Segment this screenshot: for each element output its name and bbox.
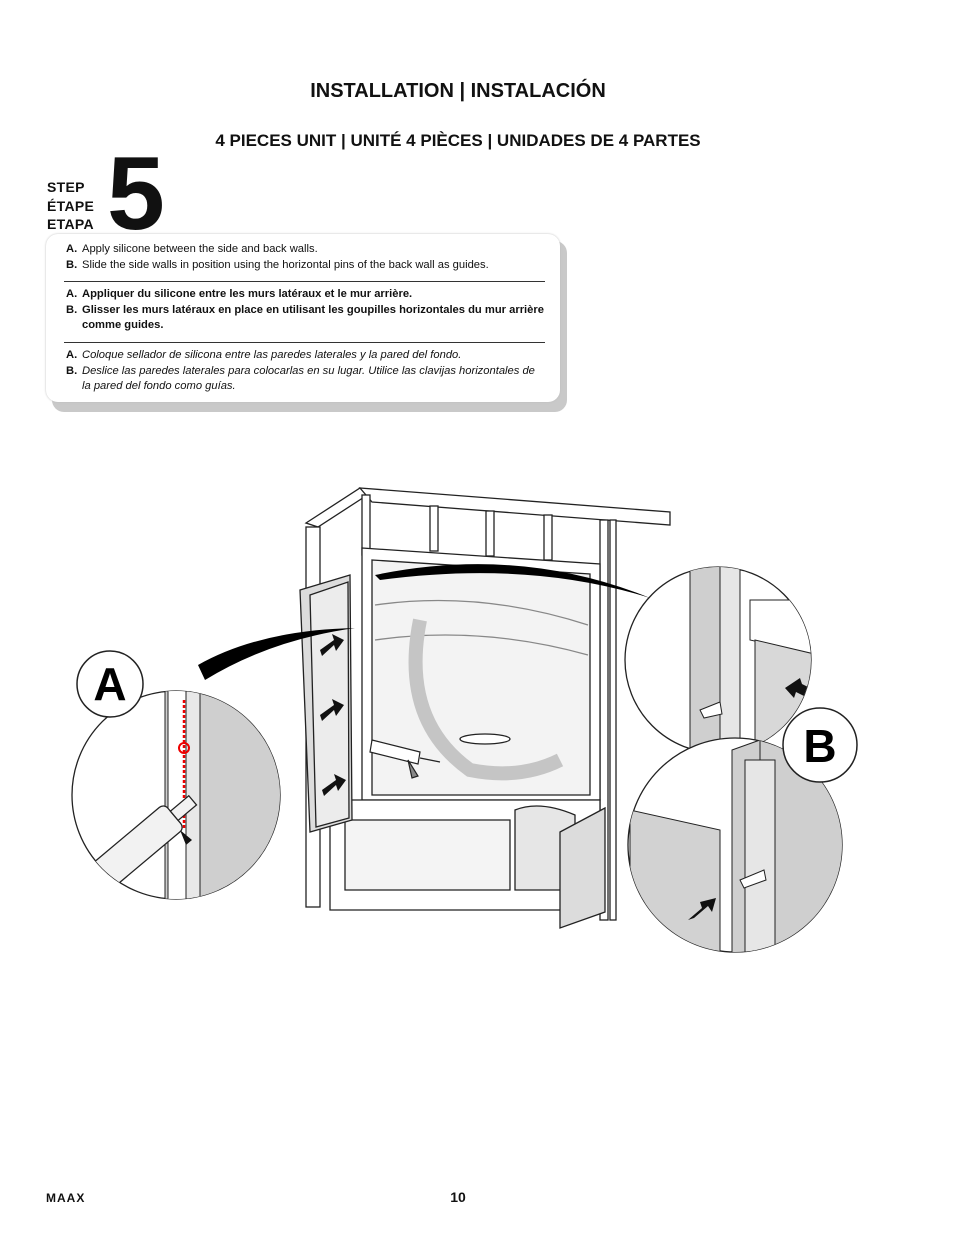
divider <box>64 342 545 343</box>
page-number: 10 <box>450 1189 466 1205</box>
instruction-letter: B. <box>66 303 78 316</box>
divider <box>64 281 545 282</box>
instruction-letter: A. <box>66 349 78 361</box>
step-label-en: STEP <box>47 179 85 195</box>
instruction-box: A. Apply silicone between the side and b… <box>46 234 560 402</box>
installation-illustration: A B <box>71 487 858 953</box>
page-title: INSTALLATION | INSTALACIÓN <box>310 80 606 102</box>
detail-callout-b-lower: B <box>627 707 858 953</box>
leader-a <box>198 628 355 680</box>
back-wall-panel <box>361 547 601 801</box>
page-subtitle: 4 PIECES UNIT | UNITÉ 4 PIÈCES | UNIDADE… <box>215 131 701 150</box>
tub <box>329 799 606 929</box>
callout-b-letter: B <box>803 720 836 772</box>
instruction-text: Apply silicone between the side and back… <box>82 243 318 255</box>
instructions-french: A. Appliquer du silicone entre les murs … <box>66 287 546 334</box>
instruction-letter: B. <box>66 364 78 377</box>
detail-callout-b-upper <box>624 566 812 754</box>
instruction-text: Glisser les murs latéraux en place en ut… <box>82 303 544 332</box>
callout-b-badge <box>782 707 858 783</box>
instruction-es-a: A. Coloque sellador de silicona entre la… <box>66 348 546 364</box>
step-label-es: ETAPA <box>47 216 94 232</box>
instruction-es-b: B. Deslice las paredes laterales para co… <box>66 364 546 395</box>
instruction-letter: B. <box>66 258 78 271</box>
instruction-letter: A. <box>66 243 78 255</box>
instruction-text: Coloque sellador de silicona entre las p… <box>82 349 462 361</box>
step-number: 5 <box>107 136 165 252</box>
instruction-text: Appliquer du silicone entre les murs lat… <box>82 288 413 300</box>
instruction-fr-b: B. Glisser les murs latéraux en place en… <box>66 303 546 334</box>
caulking-gun <box>369 739 441 779</box>
step-label-fr: ÉTAPE <box>47 197 95 214</box>
detail-callout-a: A <box>71 650 281 900</box>
callout-a-badge <box>76 650 144 718</box>
instruction-text: Deslice las paredes laterales para coloc… <box>82 364 535 393</box>
instruction-letter: A. <box>66 288 78 300</box>
direction-arrows <box>320 634 346 796</box>
instruction-en-a: A. Apply silicone between the side and b… <box>66 242 546 258</box>
instruction-en-b: B. Slide the side walls in position usin… <box>66 258 546 274</box>
instructions-spanish: A. Coloque sellador de silicona entre la… <box>66 348 546 395</box>
step-label: STEP ÉTAPE ETAPA <box>47 178 94 234</box>
instructions-english: A. Apply silicone between the side and b… <box>66 242 546 273</box>
leader-b <box>375 564 650 598</box>
instruction-text: Slide the side walls in position using t… <box>82 258 489 271</box>
instruction-fr-a: A. Appliquer du silicone entre les murs … <box>66 287 546 303</box>
callout-a-letter: A <box>93 658 126 710</box>
brand-logo: MAAX <box>46 1191 86 1205</box>
